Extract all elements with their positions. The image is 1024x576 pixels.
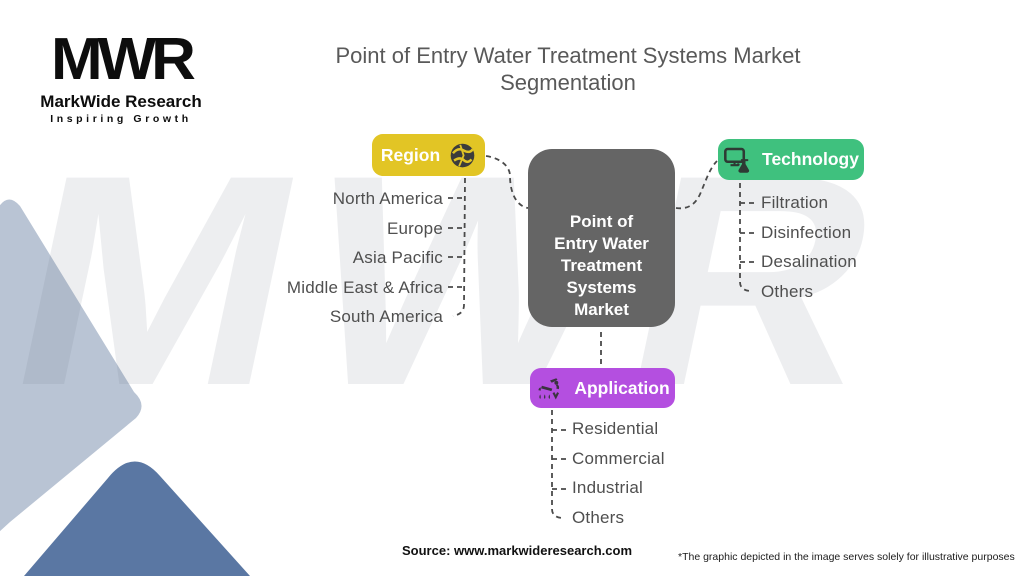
globe-icon (450, 143, 475, 167)
application-item-list: Residential Commercial Industrial Others (572, 414, 772, 532)
region-list-item: South America (329, 307, 443, 327)
center-node: Point of Entry Water Treatment Systems M… (528, 149, 675, 327)
center-node-line: Treatment (560, 256, 643, 275)
application-label: Application (574, 377, 670, 398)
irrigation-icon (538, 378, 560, 400)
technology-list-item: Others (761, 281, 814, 301)
disclaimer-text: *The graphic depicted in the image serve… (678, 551, 1015, 563)
branch-node-application: Application (530, 368, 675, 408)
light-diamond-decoration (0, 199, 142, 532)
technology-list-item: Disinfection (761, 222, 852, 242)
dark-diamond-decoration (24, 461, 250, 576)
center-node-line: Entry Water (554, 234, 649, 253)
center-node-line: Market (574, 300, 629, 319)
logo-mark: MWR (51, 26, 196, 93)
branch-node-region: Region (372, 134, 485, 176)
region-list-item: North America (332, 189, 443, 208)
monitor-flask-icon (724, 147, 750, 173)
region-item-list: North America Europe Asia Pacific Middle… (163, 184, 443, 332)
region-list-item: Asia Pacific (352, 248, 443, 268)
source-text: Source: www.markwideresearch.com (402, 543, 633, 558)
application-list-item: Others (572, 507, 625, 527)
markwide-logo: MWR MarkWide Research Inspiring Growth (36, 30, 206, 125)
page-title: Point of Entry Water Treatment Systems M… (335, 43, 801, 95)
connector-technology-spine (739, 183, 751, 292)
center-node-line: Systems (566, 278, 637, 297)
connector-center-to-technology (675, 160, 718, 210)
technology-list-item: Desalination (761, 252, 857, 272)
connector-application-spine (551, 410, 563, 519)
application-list-item: Commercial (572, 448, 665, 468)
region-list-item: Middle East & Africa (286, 277, 443, 297)
application-list-item: Industrial (572, 478, 643, 498)
center-node-line: Point of (569, 212, 634, 231)
technology-item-list: Filtration Disinfection Desalination Oth… (761, 188, 961, 306)
branch-node-technology: Technology (718, 139, 864, 180)
technology-label: Technology (762, 149, 859, 169)
technology-list-item: Filtration (761, 193, 829, 212)
region-list-item: Europe (386, 218, 443, 238)
connector-region-spine (452, 177, 466, 317)
logo-name: MarkWide Research (40, 92, 202, 111)
application-list-item: Residential (572, 419, 659, 438)
logo-tagline: Inspiring Growth (50, 113, 192, 125)
region-label: Region (380, 144, 441, 165)
connector-region-to-center (485, 155, 529, 209)
